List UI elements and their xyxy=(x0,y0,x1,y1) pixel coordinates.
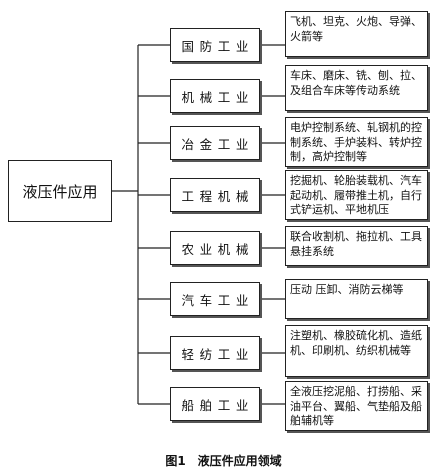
industry-node-construction: 工程机械 xyxy=(170,178,260,212)
industry-node-metallurgy: 冶金工业 xyxy=(170,126,260,160)
root-node: 液压件应用 xyxy=(8,160,112,222)
desc-node-automotive: 压动 压卸、消防云梯等 xyxy=(285,279,428,319)
industry-node-shipbuilding: 船舶工业 xyxy=(170,387,260,421)
industry-node-defense: 国防工业 xyxy=(170,28,260,62)
desc-node-construction: 挖掘机、轮胎装载机、汽车起动机、履带推土机，自行式铲运机、平地机压 xyxy=(285,170,428,220)
desc-node-shipbuilding: 全液压挖泥船、打捞船、采油平台、翼船、气垫船及船舶辅机等 xyxy=(285,381,428,431)
desc-node-textile: 注塑机、橡胶硫化机、造纸机、印刷机、纺织机械等 xyxy=(285,325,428,377)
desc-node-metallurgy: 电炉控制系统、轧钢机的控制系统、手炉装料、转炉控制，高炉控制等 xyxy=(285,117,428,167)
desc-node-defense: 飞机、坦克、火炮、导弹、火箭等 xyxy=(285,11,428,57)
industry-node-agriculture: 农业机械 xyxy=(170,231,260,265)
desc-node-agriculture: 联合收割机、拖拉机、工具悬挂系统 xyxy=(285,226,428,266)
industry-node-textile: 轻纺工业 xyxy=(170,336,260,370)
industry-node-automotive: 汽车工业 xyxy=(170,282,260,316)
desc-node-machinery: 车床、磨床、铣、刨、拉、及组合车床等传动系统 xyxy=(285,65,428,111)
figure-caption: 图1 液压件应用领域 xyxy=(165,454,282,468)
industry-node-machinery: 机械工业 xyxy=(170,79,260,113)
